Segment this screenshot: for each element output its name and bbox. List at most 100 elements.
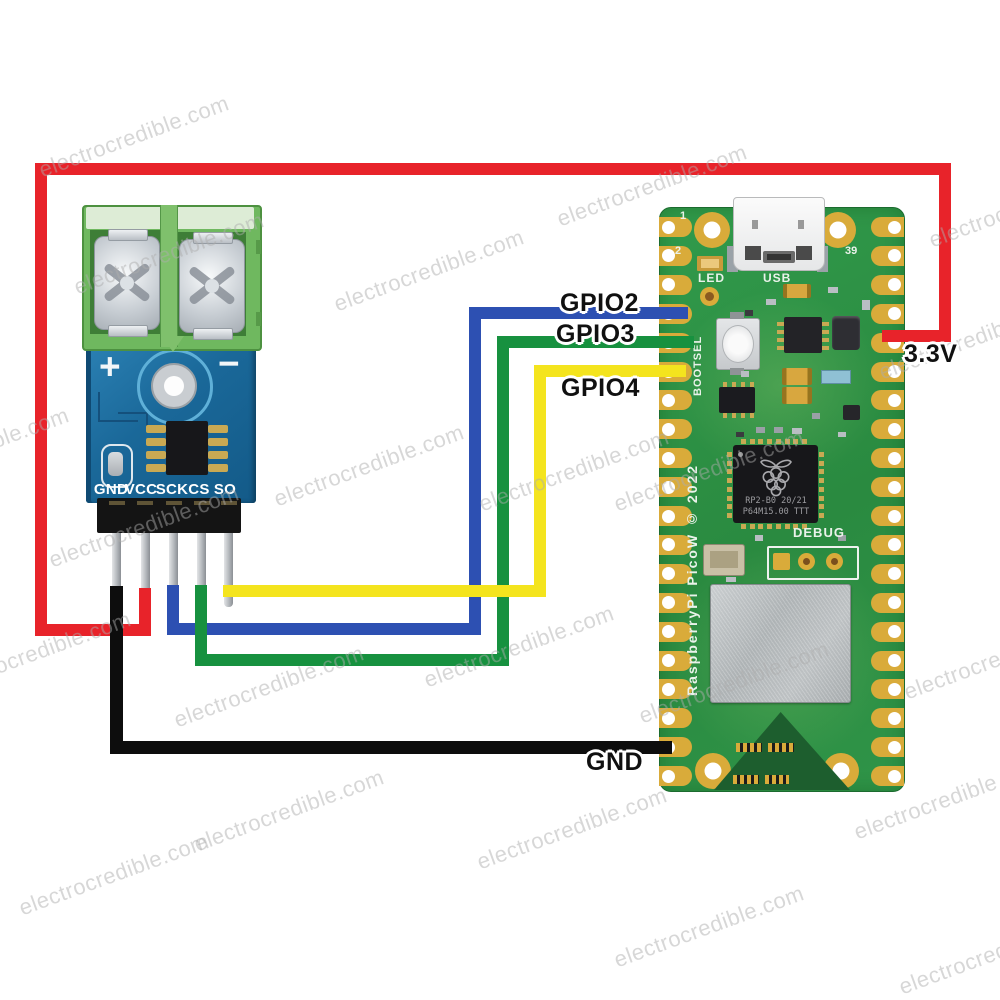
terminal-plus-label: + <box>99 346 121 387</box>
chip-pin <box>775 439 781 444</box>
bootsel-button[interactable] <box>716 312 760 375</box>
smd-component <box>774 427 783 433</box>
chip-pin <box>758 524 764 529</box>
capacitor <box>783 284 811 298</box>
wire-gpio2-segment <box>469 307 688 319</box>
module-pin-label-so: SO <box>213 481 237 498</box>
module-pin-label-cs: CS <box>188 481 210 498</box>
watermark-text: electrocredible.com <box>270 419 468 512</box>
chip-pin <box>727 495 732 501</box>
edge-pad <box>659 217 692 237</box>
edge-pad <box>659 708 692 729</box>
rp2040-chip <box>733 445 818 523</box>
pin2-label: 2 <box>675 245 682 257</box>
edge-pad <box>871 274 904 295</box>
antenna-trace <box>765 775 789 784</box>
chip-pin <box>208 438 228 446</box>
terminal-bump <box>256 312 261 326</box>
edge-pad <box>659 245 692 266</box>
smd-component <box>741 371 749 377</box>
ic-pin <box>723 382 727 387</box>
edge-pad <box>871 419 904 440</box>
edge-pad <box>871 245 904 266</box>
chip-pin <box>819 495 824 501</box>
chip-pin <box>727 469 732 475</box>
crystal-oscillator <box>703 544 745 576</box>
bootsel-label: BOOTSEL <box>692 335 704 396</box>
edge-pad <box>871 563 904 584</box>
edge-pad <box>659 592 692 613</box>
chip-pin <box>767 439 773 444</box>
chip-pin <box>146 451 166 459</box>
module-pin-label-sck: SCK <box>155 481 189 498</box>
header-pin <box>169 533 178 600</box>
edge-pad <box>659 506 692 526</box>
wire-3v3-segment <box>139 588 151 636</box>
ic-pin <box>822 338 829 342</box>
mounting-hole <box>820 212 856 248</box>
wire-gnd-segment <box>110 586 123 754</box>
watermark-text: electrocredible.com <box>330 224 528 317</box>
mounting-hole <box>694 212 730 248</box>
usb-shell-tab <box>727 246 738 272</box>
header-glint <box>165 501 182 505</box>
regulator-ic <box>784 317 822 353</box>
header-glint <box>137 501 153 505</box>
wire-3v3-segment <box>35 163 951 175</box>
edge-pad <box>659 650 692 671</box>
pin39-label: 39 <box>845 245 858 257</box>
capacitor <box>108 452 123 476</box>
chip-pin <box>819 460 824 466</box>
watermark-text: electrocredible.com <box>15 828 213 921</box>
ic-pin <box>777 338 784 342</box>
chip-pin <box>767 524 773 529</box>
wireless-module-shield <box>710 584 851 703</box>
edge-pad <box>871 506 904 526</box>
smd-component <box>792 428 802 434</box>
debug-pad <box>798 553 815 570</box>
edge-pad <box>659 390 692 411</box>
debug-pad <box>773 553 790 570</box>
ic-pin <box>741 413 745 418</box>
smd-component <box>862 300 870 310</box>
transistor <box>843 405 860 420</box>
chip-pin <box>749 524 755 529</box>
watermark-text: electrocredible.com <box>190 764 388 857</box>
led-component <box>697 256 723 271</box>
label-gnd: GND <box>586 748 644 776</box>
chip-pin <box>146 438 166 446</box>
chip-pin <box>819 478 824 484</box>
wire-gpio3-segment <box>497 336 509 666</box>
usb-label: USB <box>763 271 792 285</box>
module-pin-label-gnd: GND <box>93 481 129 498</box>
chip-pin <box>741 439 746 444</box>
ic-pin <box>777 330 784 334</box>
header-pin <box>197 533 206 600</box>
ic-pin <box>741 382 745 387</box>
resistor <box>821 370 851 384</box>
label-gpio2: GPIO2 <box>560 289 639 317</box>
wire-gpio3-segment <box>195 654 509 666</box>
ic-pin <box>750 413 754 418</box>
edge-pad <box>871 361 904 382</box>
capacitor-outline <box>101 444 133 488</box>
micro-usb-connector <box>733 197 825 271</box>
ic-pin <box>723 413 727 418</box>
wire-3v3-segment <box>35 163 47 636</box>
header-glint <box>220 501 237 505</box>
edge-pad <box>659 477 692 498</box>
wire-gpio4-segment <box>223 585 546 597</box>
edge-pad <box>871 737 904 758</box>
edge-pad <box>871 390 904 411</box>
edge-pad <box>871 592 904 613</box>
edge-pad <box>871 217 904 237</box>
terminal-divider <box>160 205 178 347</box>
chip-pin <box>819 452 824 457</box>
wire-3v3-segment <box>882 330 951 342</box>
debug-pads-outline <box>767 546 859 580</box>
chip-pin <box>819 469 824 475</box>
chip-pin <box>819 486 824 492</box>
ic-pin <box>777 322 784 326</box>
debug-pad <box>826 553 843 570</box>
